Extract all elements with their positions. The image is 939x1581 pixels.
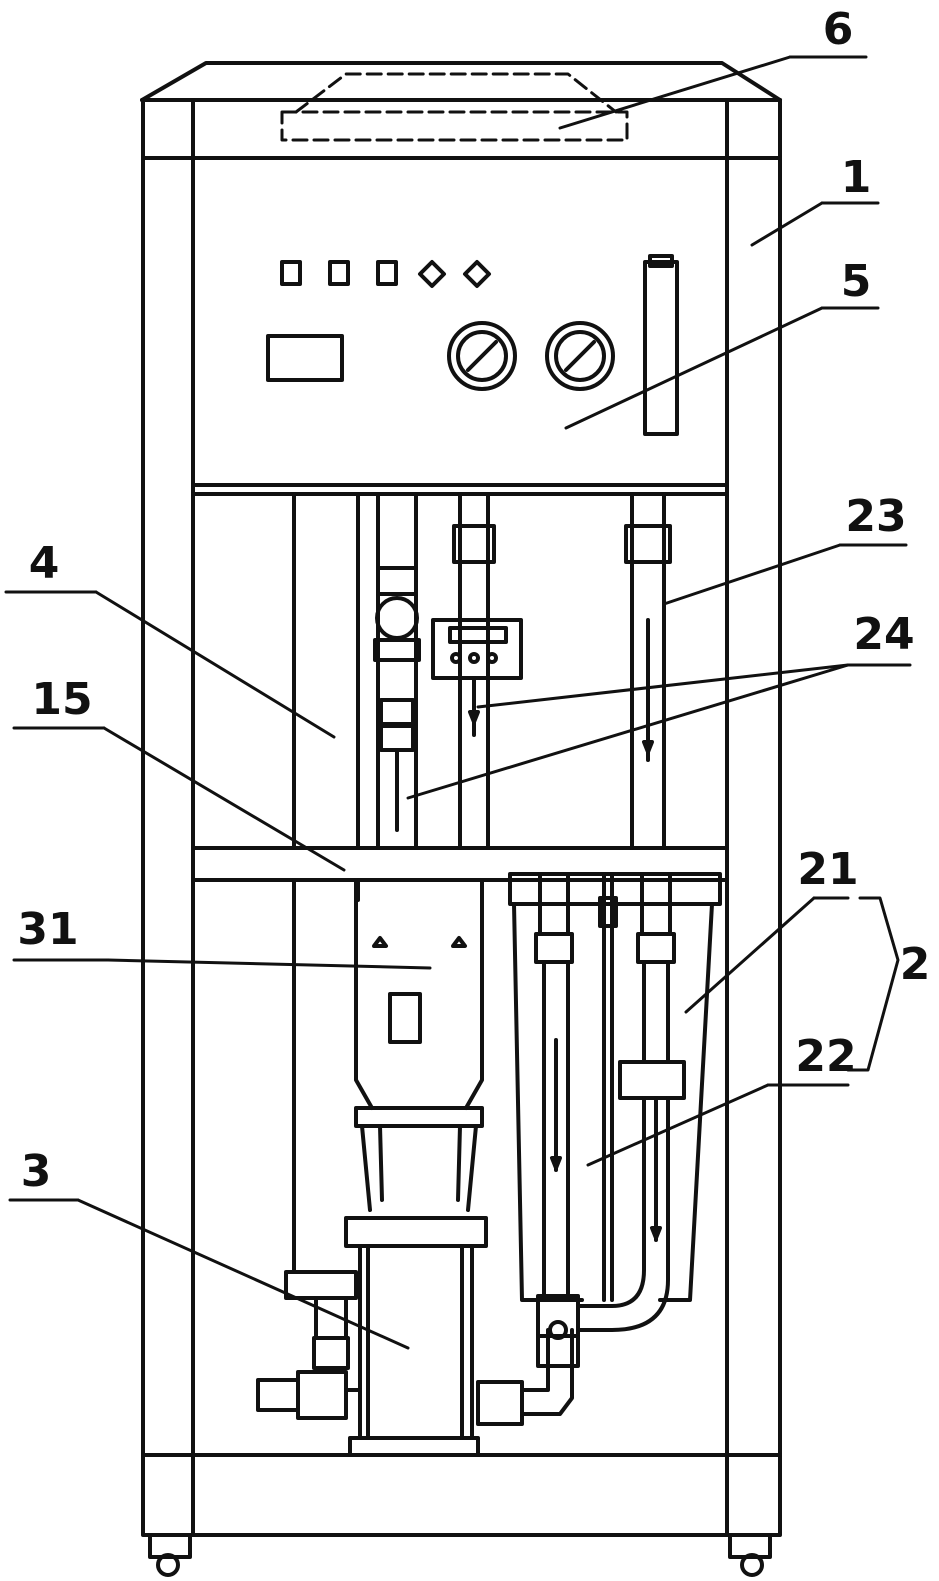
label-4: 4	[28, 538, 60, 589]
pump	[256, 1106, 574, 1457]
label-22: 22	[795, 1031, 857, 1082]
leader-lines	[4, 55, 912, 1350]
top-fan-box	[280, 72, 629, 142]
label-1: 1	[840, 152, 872, 203]
upper-pipes	[373, 492, 672, 850]
label-21: 21	[797, 844, 859, 895]
filter-housings	[508, 872, 722, 1368]
label-6: 6	[822, 4, 854, 55]
label-15: 15	[31, 674, 93, 725]
label-23: 23	[845, 491, 907, 542]
label-24: 24	[853, 609, 915, 660]
cabinet-frame	[141, 98, 782, 1577]
pump-controller	[354, 878, 484, 1110]
label-31: 31	[17, 904, 79, 955]
label-3: 3	[20, 1146, 52, 1197]
label-5: 5	[840, 256, 872, 307]
label-2: 2	[899, 939, 931, 990]
